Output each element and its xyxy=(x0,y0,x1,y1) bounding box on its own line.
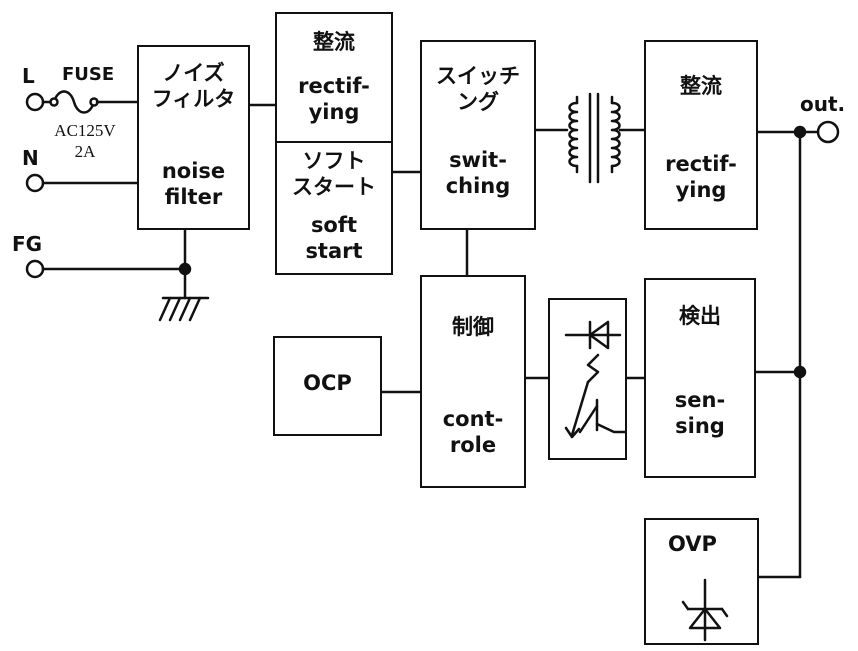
terminal-out-label: out. xyxy=(800,92,846,116)
noise-filter-en-label: noise filter xyxy=(161,159,226,209)
terminal-fg-circle xyxy=(25,259,45,279)
zener-diode-symbol xyxy=(681,578,729,642)
input-rectifier-block: 整流 rectif- ying xyxy=(275,12,393,143)
fuse-label: FUSE xyxy=(62,64,115,85)
input-rectifier-en-label: rectif- ying xyxy=(298,74,370,124)
terminal-fg-label: FG xyxy=(12,232,43,256)
control-en-label: cont- role xyxy=(442,407,504,457)
switching-block: スイッチ ング swit- ching xyxy=(420,40,536,230)
junction-fg xyxy=(178,262,192,276)
terminal-l-circle xyxy=(25,92,45,112)
sensing-block: 検出 sen- sing xyxy=(644,278,756,478)
input-rectifier-jp-label: 整流 xyxy=(313,30,355,54)
junction-out xyxy=(793,125,807,139)
transformer-symbol xyxy=(568,92,621,184)
fuse-symbol xyxy=(52,90,96,114)
output-rectifier-en-label: rectif- ying xyxy=(665,152,737,202)
terminal-n-circle xyxy=(25,173,45,193)
noise-filter-jp-label: ノイズ フィルタ xyxy=(151,61,236,111)
control-jp-label: 制御 xyxy=(452,315,494,339)
output-rectifier-block: 整流 rectif- ying xyxy=(644,40,758,230)
ocp-label: OCP xyxy=(303,371,352,395)
ocp-block: OCP xyxy=(273,336,382,436)
photocoupler-block xyxy=(548,298,627,460)
fuse-rating: AC125V 2A xyxy=(54,121,116,162)
ovp-label: OVP xyxy=(668,532,717,556)
control-block: 制御 cont- role xyxy=(420,275,526,488)
soft-start-jp-label: ソフト スタート xyxy=(292,149,376,199)
sensing-en-label: sen- sing xyxy=(674,388,726,438)
soft-start-en-label: soft start xyxy=(305,213,363,263)
ovp-block: OVP xyxy=(644,518,759,645)
ground-hatch xyxy=(158,296,202,322)
output-rectifier-jp-label: 整流 xyxy=(680,74,722,98)
photocoupler-symbol xyxy=(564,320,627,439)
switching-jp-label: スイッチ ング xyxy=(436,64,520,114)
sensing-jp-label: 検出 xyxy=(679,304,721,328)
terminal-n-label: N xyxy=(22,146,39,170)
switching-en-label: swit- ching xyxy=(445,148,511,198)
noise-filter-block: ノイズ フィルタ noise filter xyxy=(137,45,250,230)
terminal-out-circle xyxy=(816,120,840,144)
soft-start-block: ソフト スタート soft start xyxy=(275,141,393,275)
terminal-l-label: L xyxy=(22,64,35,88)
